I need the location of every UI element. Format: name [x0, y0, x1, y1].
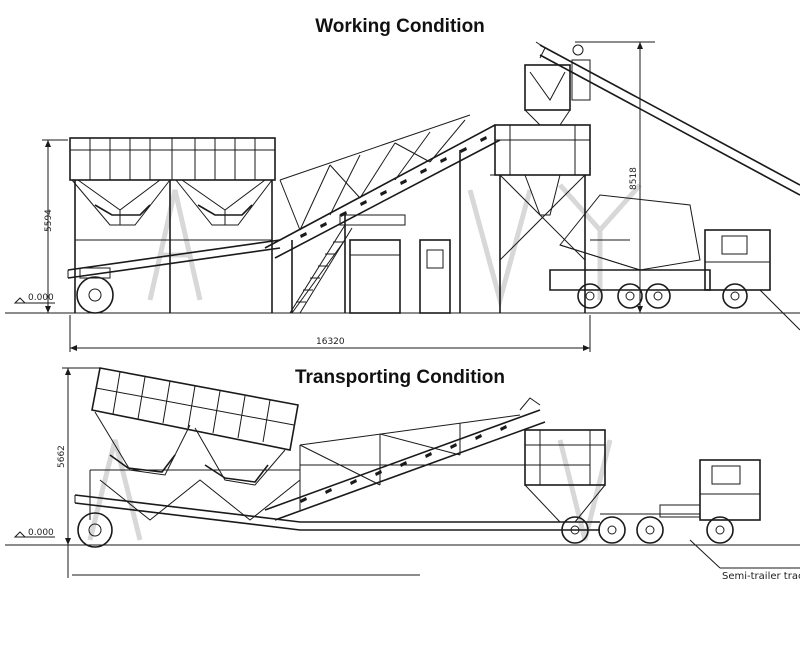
- stairs: [289, 214, 406, 314]
- inclined-conveyor: [264, 114, 501, 259]
- transporting-condition-drawing: 5662 0.000 Semi-trailer tractor: [5, 367, 800, 582]
- transport-ground-level-label: 0.000: [28, 528, 54, 538]
- ground-level-label: 0.000: [28, 293, 54, 303]
- transporting-condition-title: Transporting Condition: [294, 367, 506, 388]
- semi-trailer-tractor-label: Semi-trailer tractor: [722, 571, 800, 582]
- mixer-truck: [549, 194, 771, 309]
- mixer-height-dimension-label: 8518: [629, 167, 639, 190]
- transport-height-dimension-label: 5662: [57, 445, 67, 468]
- semi-trailer-tractor: [600, 459, 761, 544]
- weighing-conveyor: [67, 239, 281, 279]
- length-dimension-label: 16320: [316, 337, 345, 347]
- transport-aggregate-bins: [91, 367, 299, 486]
- working-condition-title: Working Condition: [315, 16, 485, 37]
- transport-front-wheel: [77, 512, 113, 548]
- mixer-structure: [490, 64, 591, 313]
- front-wheel: [76, 276, 114, 314]
- transport-mixer-unit: [524, 429, 606, 523]
- height-dimension-label: 5594: [44, 209, 54, 232]
- trailer-chassis: [74, 469, 600, 531]
- working-condition-drawing: 5594 8518 0.000 16320: [5, 41, 800, 352]
- control-room: [349, 239, 401, 314]
- transport-inclined-conveyor: [264, 397, 590, 521]
- aggregate-bins: [69, 137, 276, 313]
- cabinet: [419, 239, 451, 314]
- screw-conveyor: [535, 41, 800, 196]
